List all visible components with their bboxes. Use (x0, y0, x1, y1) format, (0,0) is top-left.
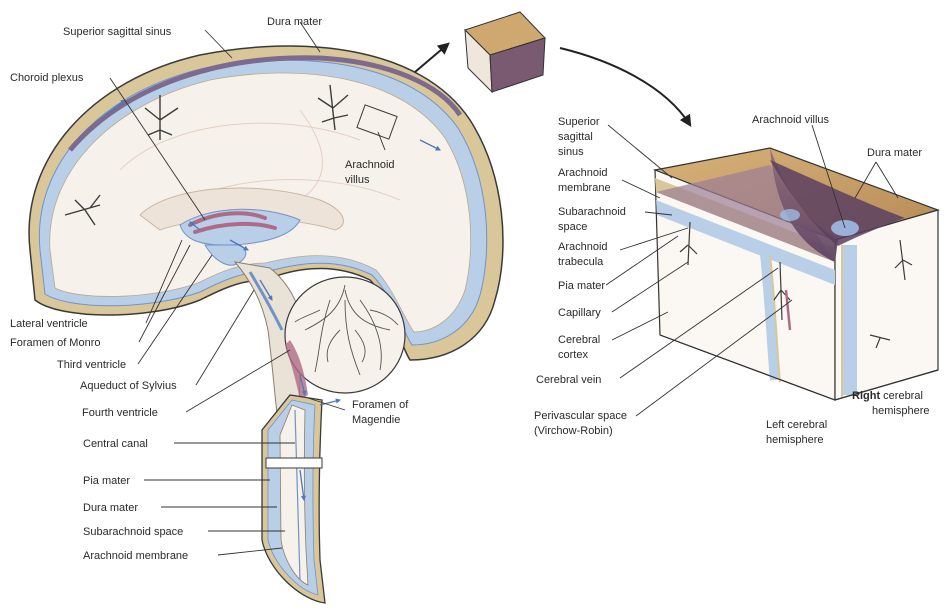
label-arachnoid-villus-2: villus (345, 174, 370, 186)
label-superior-sagittal-sinus: Superior sagittal sinus (63, 26, 172, 38)
label-r-arachnoid-membrane-1: Arachnoid (558, 167, 608, 179)
label-r-sinus-2: sagittal (558, 131, 593, 143)
label-subarachnoid-space: Subarachnoid space (83, 526, 183, 538)
label-r-sinus-3: sinus (558, 146, 584, 158)
label-fourth-ventricle: Fourth ventricle (82, 407, 158, 419)
label-arachnoid-villus-1: Arachnoid (345, 159, 395, 171)
label-r-arachnoid-villus: Arachnoid villus (752, 114, 830, 126)
label-r-right-hemisphere-2: hemisphere (872, 405, 929, 417)
label-r-capillary: Capillary (558, 307, 601, 319)
label-lateral-ventricle: Lateral ventricle (10, 318, 88, 330)
label-dura-mater-top: Dura mater (267, 16, 322, 28)
label-r-perivascular-2: (Virchow-Robin) (534, 425, 613, 437)
label-third-ventricle: Third ventricle (57, 359, 126, 371)
brain-sagittal-section (29, 46, 503, 603)
label-r-left-hemisphere-2: hemisphere (766, 434, 823, 446)
label-aqueduct-of-sylvius: Aqueduct of Sylvius (80, 380, 177, 392)
arrow-to-cube (415, 44, 448, 72)
label-r-pia-mater: Pia mater (558, 280, 605, 292)
label-central-canal: Central canal (83, 438, 148, 450)
label-r-trabecula-1: Arachnoid (558, 241, 608, 253)
label-foramen-of-magendie-2: Magendie (352, 414, 400, 426)
label-r-right-bold: Right (852, 390, 880, 402)
meninges-detail-block (655, 148, 938, 400)
small-tissue-cube (465, 12, 545, 92)
label-choroid-plexus: Choroid plexus (10, 72, 84, 84)
label-foramen-of-monro: Foramen of Monro (10, 337, 100, 349)
label-pia-mater: Pia mater (83, 475, 130, 487)
label-r-dura-mater: Dura mater (867, 147, 922, 159)
arachnoid-villus-blob-2 (780, 209, 800, 221)
label-r-arachnoid-membrane-2: membrane (558, 182, 611, 194)
label-r-perivascular-1: Perivascular space (534, 410, 627, 422)
label-r-subarachnoid-1: Subarachnoid (558, 206, 626, 218)
label-arachnoid-membrane: Arachnoid membrane (83, 550, 188, 562)
label-r-trabecula-2: trabecula (558, 256, 604, 268)
label-dura-mater-spine: Dura mater (83, 502, 138, 514)
label-foramen-of-magendie-1: Foramen of (352, 399, 409, 411)
spinal-cut-marker (266, 458, 322, 468)
arrow-to-detail (560, 48, 690, 125)
label-r-sinus-1: Superior (558, 116, 600, 128)
label-r-cortex-1: Cerebral (558, 334, 600, 346)
label-r-subarachnoid-2: space (558, 221, 587, 233)
label-r-right-rest: cerebral (880, 390, 923, 402)
label-r-left-hemisphere-1: Left cerebral (766, 419, 827, 431)
label-r-right-hemisphere-1: Right cerebral (852, 390, 923, 402)
label-r-cerebral-vein: Cerebral vein (536, 374, 601, 386)
label-r-cortex-2: cortex (558, 349, 588, 361)
